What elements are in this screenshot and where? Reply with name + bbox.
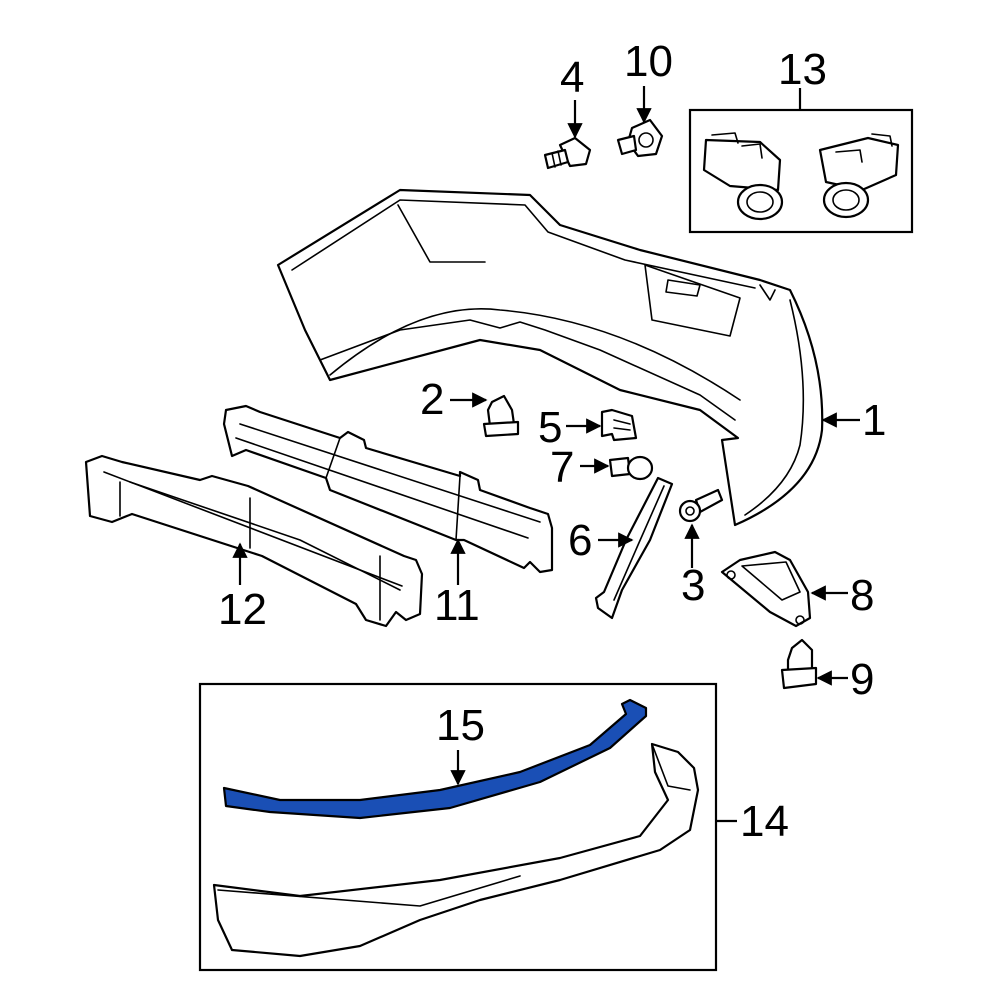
bumper-cover-part[interactable]: [276, 188, 824, 527]
absorber-part-12[interactable]: [84, 454, 424, 628]
callout-10: 10: [624, 37, 673, 86]
callout-7: 7: [550, 443, 574, 492]
push-clip-part-2[interactable]: [482, 394, 520, 438]
bracket-part-5[interactable]: [600, 408, 638, 442]
callout-6: 6: [568, 516, 592, 565]
side-bracket-part-6[interactable]: [594, 476, 674, 620]
bolt-part-3[interactable]: [678, 488, 724, 523]
callout-1: 1: [862, 396, 886, 445]
clip-part-10[interactable]: [616, 118, 664, 158]
callout-15: 15: [436, 701, 485, 750]
bolt-part-4[interactable]: [543, 136, 592, 170]
screw-part-7[interactable]: [608, 455, 654, 481]
push-clip-part-9[interactable]: [780, 638, 818, 690]
callout-12: 12: [218, 585, 267, 634]
parking-sensor-left[interactable]: [702, 132, 784, 221]
mounting-bracket-part-8[interactable]: [720, 550, 812, 628]
callout-4: 4: [560, 53, 584, 102]
molding-strip-part-15[interactable]: [222, 698, 648, 820]
parking-sensor-right[interactable]: [818, 133, 900, 219]
callout-2: 2: [420, 375, 444, 424]
callout-13: 13: [778, 45, 827, 94]
callout-9: 9: [850, 655, 874, 704]
valance-kit-box: [198, 682, 718, 972]
callout-8: 8: [850, 571, 874, 620]
callout-5: 5: [538, 403, 562, 452]
callout-3: 3: [681, 561, 705, 610]
leader-lines: [232, 86, 860, 823]
callout-labels: 4 10 13 1 2 5 7 6 3 8 9 11 12 15 14: [218, 37, 886, 846]
absorber-part-11[interactable]: [222, 404, 554, 574]
callout-11: 11: [434, 581, 480, 630]
lower-valance-part-14[interactable]: [212, 742, 700, 958]
callout-14: 14: [740, 797, 789, 846]
